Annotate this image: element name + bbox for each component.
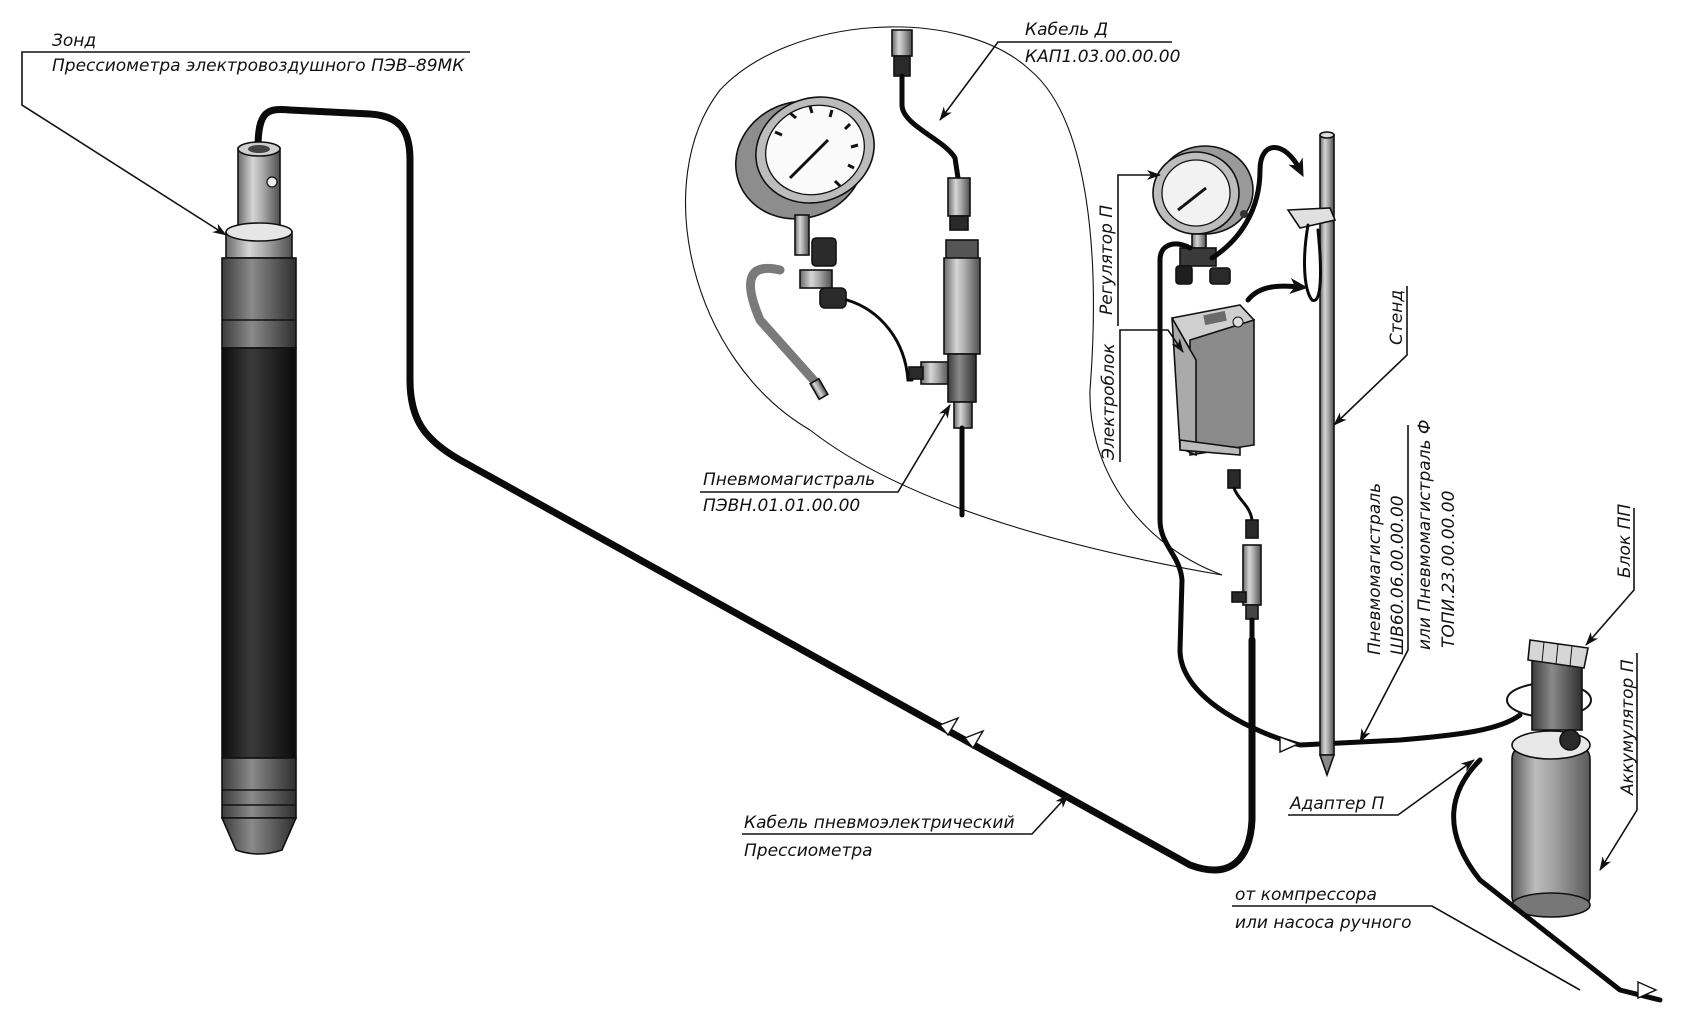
- label-probe-subtitle: Прессиометра электровоздушного ПЭВ–89МК: [52, 56, 465, 76]
- pressure-gauge-detail: [734, 96, 914, 401]
- label-pneumoline-2-title: Пневмомагистраль: [1365, 483, 1385, 655]
- regulator-p: [1152, 145, 1308, 303]
- label-pneumoline-1-code: ПЭВН.01.01.00.00: [703, 496, 860, 516]
- leader-regulator: [1117, 170, 1161, 326]
- flow-arrow-icon: [1279, 735, 1300, 754]
- leader-cable-d: [939, 41, 1172, 121]
- leader-compressor: [1232, 905, 1581, 991]
- label-pneumoline-2-alt-code: ТОПИ.23.00.00.00: [1439, 491, 1459, 648]
- stand: [1286, 131, 1337, 778]
- label-pneumoline-2-code: ШВ60.06.00.00.00: [1388, 495, 1408, 655]
- label-compressor-subtitle: или насоса ручного: [1235, 913, 1412, 933]
- compressor-hose: [1451, 757, 1663, 1003]
- leader-block-pp: [1585, 508, 1635, 646]
- label-cable-pneumo-subtitle: Прессиометра: [744, 841, 873, 861]
- flow-arrow-icon: [1637, 980, 1658, 1000]
- label-accumulator: Аккумулятор П: [1618, 659, 1638, 796]
- electroblock: [1170, 304, 1256, 457]
- accumulator-p: [1511, 730, 1591, 918]
- label-pneumoline-1-title: Пневмомагистраль: [703, 470, 875, 490]
- leader-accumulator: [1599, 653, 1638, 871]
- label-block-pp: Блок ПП: [1615, 504, 1635, 578]
- leader-adapter: [1288, 759, 1475, 816]
- leader-cable-pneumo: [742, 794, 1069, 835]
- label-compressor-title: от компрессора: [1235, 885, 1377, 905]
- label-cable-d-code: КАП1.03.00.00.00: [1025, 47, 1180, 67]
- detail-callout-outline: [685, 26, 1223, 576]
- label-regulator: Регулятор П: [1097, 205, 1117, 315]
- label-adapter: Адаптер П: [1289, 794, 1384, 814]
- adapter-assembly: [1227, 469, 1262, 663]
- hose-icon: [745, 264, 823, 390]
- label-cable-pneumo-title: Кабель пневмоэлектрический: [744, 813, 1015, 833]
- leader-probe: [21, 51, 470, 236]
- label-pneumoline-2-alt: или Пневмомагистраль Ф: [1415, 419, 1435, 650]
- label-probe-title: Зонд: [52, 31, 96, 51]
- leader-stand: [1333, 286, 1408, 426]
- label-cable-d-title: Кабель Д: [1025, 20, 1108, 40]
- leader-pneumoline-1: [700, 404, 951, 493]
- pneumoline-loop: [1157, 241, 1523, 748]
- probe: [220, 141, 298, 855]
- flow-arrow-icon: [963, 729, 985, 750]
- leader-pneumoline-2: [1359, 425, 1409, 743]
- pneumoelectric-cable: [254, 106, 1256, 874]
- label-stand: Стенд: [1387, 290, 1407, 345]
- flow-arrow-icon: [938, 716, 960, 737]
- block-pp: [1506, 639, 1592, 751]
- leader-electroblock: [1119, 329, 1184, 462]
- cable-d-assembly: [891, 29, 981, 518]
- label-electroblock: Электроблок: [1099, 343, 1119, 461]
